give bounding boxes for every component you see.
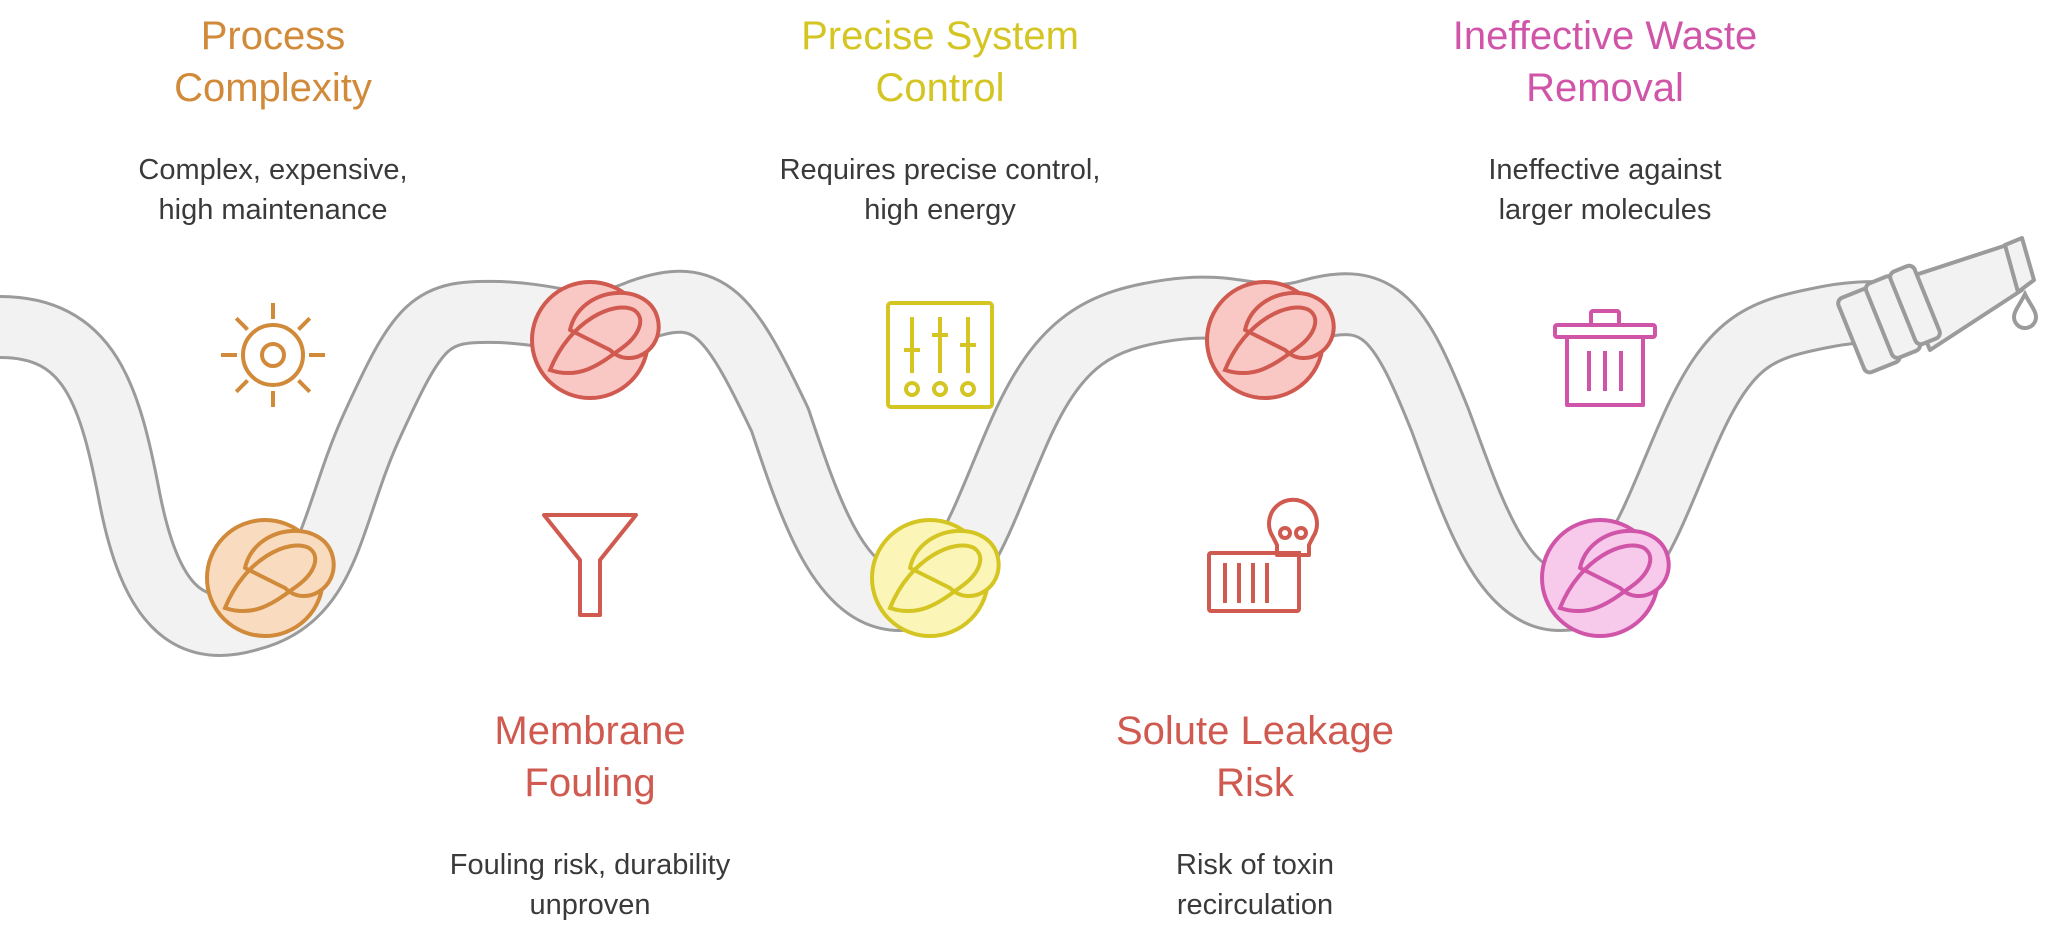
desc-ineffective-waste-removal: Ineffective against larger molecules [1488, 154, 1722, 226]
title-membrane-fouling: Membrane Fouling [494, 709, 686, 805]
label-precise-system-control: Precise System Control Requires precise … [780, 10, 1101, 230]
knot-1 [205, 518, 336, 638]
title-precise-system-control: Precise System Control [801, 14, 1079, 110]
knot-3 [870, 518, 1001, 638]
knot-2 [530, 280, 661, 400]
label-solute-leakage-risk: Solute Leakage Risk Risk of toxin recirc… [1116, 705, 1394, 925]
toxic-barrel-icon [1207, 497, 1319, 613]
desc-process-complexity: Complex, expensive, high maintenance [138, 154, 408, 226]
desc-precise-system-control: Requires precise control, high energy [779, 154, 1101, 226]
title-ineffective-waste-removal: Ineffective Waste Removal [1452, 14, 1758, 110]
desc-membrane-fouling: Fouling risk, durability unproven [449, 849, 731, 921]
water-drop-icon [2011, 289, 2039, 330]
label-process-complexity: Process Complexity Complex, expensive, h… [138, 10, 407, 230]
label-membrane-fouling: Membrane Fouling Fouling risk, durabilit… [450, 705, 730, 925]
gear-icon [221, 303, 325, 407]
hose-nozzle-icon [1836, 236, 2036, 375]
label-ineffective-waste-removal: Ineffective Waste Removal Ineffective ag… [1453, 10, 1758, 230]
desc-solute-leakage-risk: Risk of toxin recirculation [1176, 849, 1334, 921]
title-process-complexity: Process Complexity [174, 14, 372, 110]
funnel-icon [542, 513, 638, 617]
knot-4 [1205, 280, 1336, 400]
title-solute-leakage-risk: Solute Leakage Risk [1115, 709, 1395, 805]
knot-5 [1540, 518, 1671, 638]
sliders-icon [886, 301, 994, 409]
trash-can-icon [1553, 309, 1657, 407]
